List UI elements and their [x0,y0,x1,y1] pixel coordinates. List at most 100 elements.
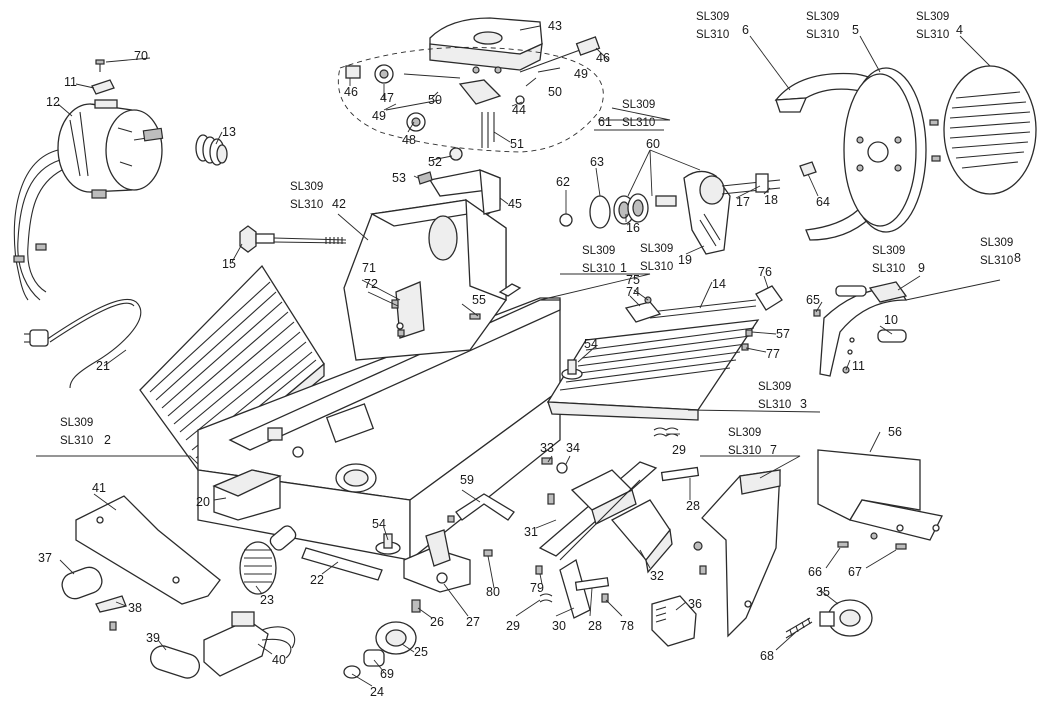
part-7-vertical-support [693,469,781,638]
part-79-80-screws [483,549,543,575]
label-part-8: 8 [1014,251,1021,265]
label-part-59: 59 [460,473,474,487]
label-part-66: 66 [808,565,822,579]
label-part-78: 78 [620,619,634,633]
label-part-21: 21 [96,359,110,373]
label-part-10: 10 [884,313,898,327]
label-part-65: 65 [806,293,820,307]
label-part-80: 80 [486,585,500,599]
label-part-28-upper: 28 [686,499,700,513]
label-part-47: 47 [380,91,394,105]
part-76-cap [755,285,783,311]
label-part-22: 22 [310,573,324,587]
label-part-20: 20 [196,495,210,509]
label-part-67: 67 [848,565,862,579]
label-part-45: 45 [508,197,522,211]
label-part-64: 64 [816,195,830,209]
label-part-15: 15 [222,257,236,271]
part-21-power-cord [24,299,142,389]
part-14-rod [649,299,757,319]
label-part-75: 75 [626,273,640,287]
label-part-76: 76 [758,265,772,279]
leader-lines [36,25,1001,687]
label-part-11: 11 [64,75,77,89]
label-part-41: 41 [92,481,106,495]
label-part-18: 18 [764,193,778,207]
part-59-lever [447,493,515,523]
label-part-2: 2 [104,433,111,447]
label-part-54-upper: 54 [584,337,598,351]
label-part-51: 51 [510,137,524,151]
part-64-clip [799,161,817,177]
part-24-25-26-69-knob-parts [343,599,421,679]
part-13-spring [195,134,228,166]
part-27-bracket [403,529,471,593]
model-label-3-a: SL309 [758,381,791,393]
label-part-29-lower: 29 [506,619,520,633]
label-part-37: 37 [38,551,52,565]
label-part-50-left: 50 [428,93,442,107]
part-32-block [610,499,673,574]
label-part-55: 55 [472,293,486,307]
label-part-14: 14 [712,277,726,291]
part-16-bearings [613,193,649,225]
part-54-foot-upper [561,359,583,380]
part-5-blade [843,67,941,233]
part-33-34-78-small-parts [541,457,609,603]
part-3-carriage-tray [546,319,760,421]
model-label-7-a: SL309 [728,427,761,439]
part-number-labels: 70 11 12 13 15 21 41 37 38 39 40 20 23 2… [38,19,1021,699]
model-label-2-a: SL309 [60,417,93,429]
label-part-42: 42 [332,197,346,211]
part-17-18-19-gear-assembly [655,170,781,255]
label-part-34: 34 [566,441,580,455]
part-45-52-53-bracket [417,147,501,216]
label-part-52: 52 [428,155,442,169]
label-part-23: 23 [260,593,274,607]
label-part-54-lower: 54 [372,517,386,531]
label-part-25: 25 [414,645,428,659]
label-part-68: 68 [760,649,774,663]
label-part-32: 32 [650,569,664,583]
model-label-6-a: SL309 [696,11,729,23]
model-label-8-b: SL310 [980,255,1013,267]
part-12-motor [13,99,164,301]
label-part-38: 38 [128,601,142,615]
label-part-61: 61 [598,115,612,129]
model-label-9-b: SL310 [872,263,905,275]
model-code-labels: SL309 SL310 SL309 SL310 SL309 SL310 SL30… [60,11,1013,457]
part-74-75-block [624,296,662,323]
label-part-19: 19 [678,253,692,267]
model-label-1-b: SL310 [582,263,615,275]
label-part-69: 69 [380,667,394,681]
part-43-top-cover [429,17,543,71]
label-part-5: 5 [852,23,859,37]
model-label-19-a: SL309 [640,243,673,255]
label-part-30: 30 [552,619,566,633]
model-label-1-a: SL309 [582,245,615,257]
part-35-knob [819,599,873,637]
model-label-19-b: SL310 [640,261,673,273]
model-label-61-b: SL310 [622,117,655,129]
part-68-threaded-rod [785,617,813,639]
label-part-13: 13 [222,125,236,139]
label-part-31: 31 [524,525,538,539]
model-label-61-a: SL309 [622,99,655,111]
part-36-connector [651,595,697,647]
label-part-56: 56 [888,425,902,439]
label-part-12: 12 [46,95,60,109]
part-54-foot-lower [375,533,401,555]
model-label-9-a: SL309 [872,245,905,257]
label-part-53: 53 [392,171,406,185]
part-28-plates [574,466,700,591]
label-part-74: 74 [626,285,640,299]
label-part-3: 3 [800,397,807,411]
label-part-39: 39 [146,631,160,645]
label-part-49-left: 49 [372,109,386,123]
part-56-bracket [817,449,943,541]
label-part-72: 72 [364,277,378,291]
label-part-70: 70 [134,49,148,63]
label-part-63: 63 [590,155,604,169]
part-31-slider-rail [538,461,658,561]
label-part-77: 77 [766,347,780,361]
